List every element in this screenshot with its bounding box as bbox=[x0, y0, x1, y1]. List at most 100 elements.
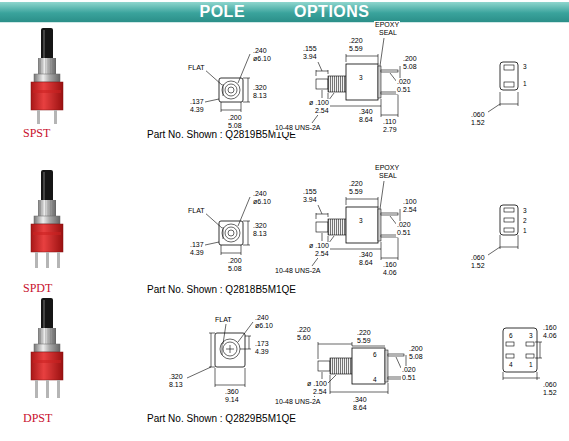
pin-number: 3 bbox=[522, 207, 528, 214]
dimension: .060 bbox=[470, 254, 486, 262]
dimension: ø6.10 bbox=[252, 198, 272, 206]
dimension: 0.51 bbox=[396, 86, 412, 94]
dimension: .173 bbox=[254, 340, 270, 348]
dimension: 4.39 bbox=[189, 106, 205, 114]
dimension: .240 bbox=[252, 190, 268, 198]
dimension: .200 bbox=[408, 345, 424, 353]
dimension: 10-48 UNS-2A bbox=[274, 124, 322, 132]
dimension: 2.54 bbox=[314, 250, 330, 258]
pin-number: 3 bbox=[358, 217, 364, 224]
dimension: .200 bbox=[402, 55, 418, 63]
dimension: .240 bbox=[254, 314, 270, 322]
dimension: ø6.10 bbox=[252, 55, 272, 63]
dimension: 5.60 bbox=[296, 334, 312, 342]
dimension: .320 bbox=[252, 222, 268, 230]
dimension: .110 bbox=[382, 118, 397, 126]
pin-number: 3 bbox=[358, 74, 364, 81]
dimension: 8.13 bbox=[252, 230, 268, 238]
dimension: .220 bbox=[348, 37, 364, 45]
dimension: 8.64 bbox=[358, 116, 374, 124]
dimension: .220 bbox=[348, 180, 364, 188]
dimension: .160 bbox=[542, 324, 558, 332]
part-number: Part No. Shown : Q2818B5M1QE bbox=[146, 284, 297, 296]
pin-number: 2 bbox=[522, 217, 528, 224]
dimension: ø .100 bbox=[306, 380, 328, 388]
dimension: .020 bbox=[401, 366, 417, 374]
dimension: 5.08 bbox=[227, 265, 243, 273]
pin-number: 1 bbox=[522, 80, 528, 87]
dimension: .340 bbox=[358, 108, 374, 116]
dimension: 10-48 UNS-2A bbox=[274, 267, 322, 275]
dimension: .100 bbox=[402, 198, 418, 206]
pin-number: 1 bbox=[522, 227, 528, 234]
pin-number: 1 bbox=[528, 361, 534, 368]
dimension: 3.94 bbox=[302, 196, 318, 204]
dimension: SEAL bbox=[378, 29, 398, 37]
dimension: EPOXY bbox=[374, 164, 400, 172]
dimension: .360 bbox=[224, 388, 240, 396]
dimension: 1.52 bbox=[470, 262, 486, 270]
dimension: .060 bbox=[542, 381, 558, 389]
dimension: 0.51 bbox=[401, 374, 417, 382]
dimension: 2.54 bbox=[402, 206, 418, 214]
dimension: 4.06 bbox=[382, 269, 398, 277]
dimension: .340 bbox=[352, 396, 368, 404]
dimension: 8.64 bbox=[352, 404, 368, 412]
pole-type: SPDT bbox=[22, 281, 53, 295]
dimension: 5.08 bbox=[402, 63, 418, 71]
dimension: .020 bbox=[396, 78, 412, 86]
pin-number: 6 bbox=[372, 351, 378, 358]
dimension: 5.59 bbox=[348, 188, 364, 196]
pin-number: 3 bbox=[522, 63, 528, 70]
dimension: 2.54 bbox=[314, 107, 330, 115]
dimension: 9.14 bbox=[224, 396, 240, 404]
pin-number: 4 bbox=[508, 361, 514, 368]
dimension: ø6.10 bbox=[254, 322, 274, 330]
dimension: EPOXY bbox=[374, 21, 400, 29]
dimension: FLAT bbox=[187, 207, 206, 215]
dimension: SEAL bbox=[378, 172, 398, 180]
title-banner: POLE OPTIONS bbox=[0, 2, 569, 22]
dimension: ø .100 bbox=[308, 242, 330, 250]
dimension: 1.52 bbox=[542, 389, 558, 397]
page-title: POLE OPTIONS bbox=[0, 3, 569, 21]
dimension: .320 bbox=[168, 373, 184, 381]
dimension: 3.94 bbox=[302, 53, 318, 61]
dimension: ø .100 bbox=[308, 99, 330, 107]
dimension: .200 bbox=[227, 257, 243, 265]
pole-type: DPST bbox=[22, 411, 53, 425]
dimension: .320 bbox=[252, 84, 268, 92]
dimension: .137 bbox=[189, 241, 205, 249]
dimension: 10-48 UNS-2A bbox=[274, 398, 322, 406]
dimension: FLAT bbox=[187, 64, 206, 72]
part-number: Part No. Shown : Q2829B5M1QE bbox=[146, 413, 297, 425]
dimension: 5.59 bbox=[348, 45, 364, 53]
dimension: .160 bbox=[382, 261, 398, 269]
dimension: 2.54 bbox=[312, 388, 328, 396]
dimension: .060 bbox=[470, 111, 486, 119]
dimension: 8.64 bbox=[358, 259, 374, 267]
dimension: .155 bbox=[302, 45, 318, 53]
dimension: FLAT bbox=[214, 316, 233, 324]
dimension: 0.51 bbox=[396, 229, 412, 237]
pin-number: 6 bbox=[508, 332, 514, 339]
pin-number: 4 bbox=[372, 376, 378, 383]
dimension: 2.79 bbox=[382, 126, 398, 134]
dimension: .155 bbox=[302, 188, 318, 196]
dimension: .020 bbox=[396, 221, 412, 229]
dimension: .220 bbox=[296, 326, 312, 334]
dimension: 4.06 bbox=[542, 332, 558, 340]
dimension: .220 bbox=[356, 329, 372, 337]
dimension: 1.52 bbox=[470, 119, 486, 127]
dimension: .340 bbox=[358, 251, 374, 259]
dimension: 5.59 bbox=[356, 337, 372, 345]
dimension: 5.08 bbox=[227, 122, 243, 130]
dimension: 8.13 bbox=[252, 92, 268, 100]
dimension: .200 bbox=[227, 114, 243, 122]
pin-number: 3 bbox=[528, 332, 534, 339]
dimension: 4.39 bbox=[254, 348, 270, 356]
dimension: .240 bbox=[252, 47, 268, 55]
dimension: 8.13 bbox=[168, 381, 184, 389]
